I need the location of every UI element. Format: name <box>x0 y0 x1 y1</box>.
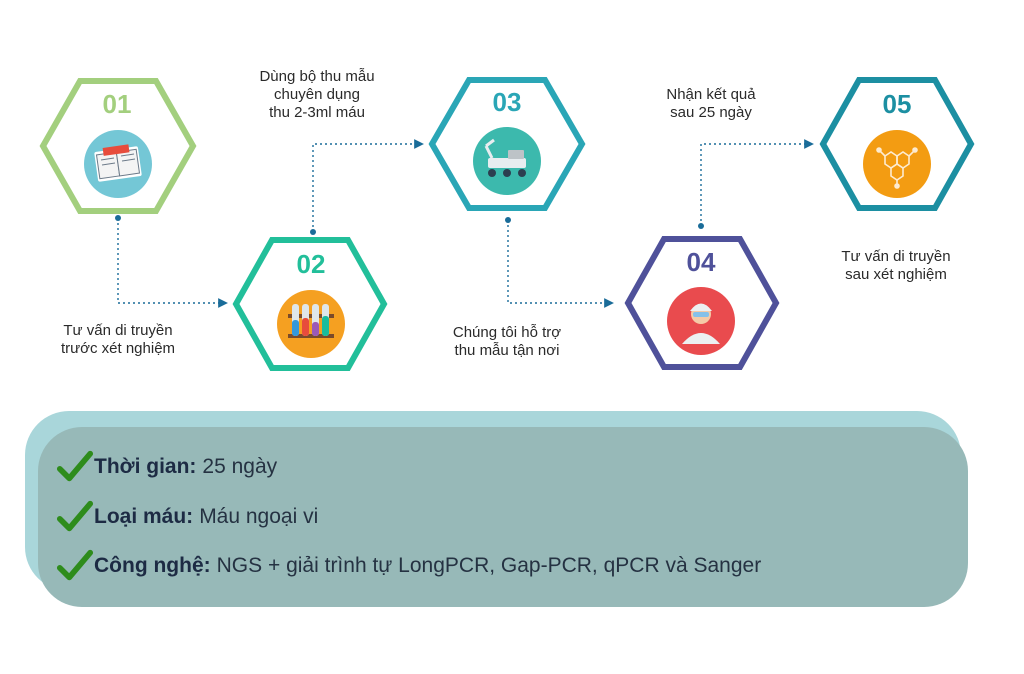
check-icon <box>56 549 94 581</box>
step-number: 01 <box>103 89 132 119</box>
caption-line: sau 25 ngày <box>670 104 752 121</box>
caption-line: Nhận kết quả <box>666 86 756 103</box>
caption-line: Dùng bộ thu mẫu <box>259 68 375 85</box>
icon-circle <box>277 290 345 358</box>
notebook-icon <box>94 144 142 182</box>
caption-line: Tư vấn di truyền <box>841 248 951 265</box>
info-row-blood: Loại máu: Máu ngoại vi <box>56 497 318 537</box>
caption-line: thu 2-3ml máu <box>269 104 365 121</box>
step-03-caption: Chúng tôi hỗ trợ thu mẫu tận nơi <box>432 324 582 360</box>
info-panel <box>38 427 968 607</box>
check-icon <box>56 450 94 482</box>
step-03: 03 <box>428 77 586 211</box>
info-value: 25 ngày <box>202 455 278 478</box>
caption-line: sau xét nghiệm <box>845 266 947 283</box>
step-04: 04 <box>624 236 780 370</box>
connector-dot <box>115 215 121 221</box>
info-row-time: Thời gian: 25 ngày <box>56 447 277 487</box>
info-label: Loại máu: <box>94 505 194 528</box>
connector-02-03 <box>312 139 424 232</box>
info-value: Máu ngoại vi <box>199 505 319 528</box>
step-02-caption: Dùng bộ thu mẫu chuyên dụng thu 2-3ml má… <box>247 68 387 122</box>
caption-line: Tư vấn di truyền <box>63 322 173 339</box>
step-01: 01 <box>39 78 197 214</box>
caption-line: trước xét nghiệm <box>60 340 176 357</box>
connector-03-04 <box>507 220 614 308</box>
caption-line: thu mẫu tận nơi <box>454 342 560 359</box>
caption-line: chuyên dụng <box>274 86 360 103</box>
info-label: Thời gian: <box>94 455 197 478</box>
step-01-caption: Tư vấn di truyền trước xét nghiệm <box>48 322 188 358</box>
connector-dot <box>698 223 704 229</box>
step-number: 02 <box>297 249 326 279</box>
molecule-icon <box>876 147 918 189</box>
connector-01-02 <box>117 218 228 308</box>
check-icon <box>56 500 94 532</box>
connector-dot <box>310 229 316 235</box>
step-04-caption: Nhận kết quả sau 25 ngày <box>641 86 781 122</box>
test-tubes-icon <box>288 304 334 338</box>
info-value: NGS + giải trình tự LongPCR, Gap-PCR, qP… <box>216 554 762 577</box>
rover-icon <box>484 138 526 177</box>
scientist-icon <box>682 303 720 344</box>
connector-dots <box>115 215 704 235</box>
step-number: 05 <box>883 89 912 119</box>
step-number: 03 <box>493 87 522 117</box>
connector-04-05 <box>700 139 814 226</box>
step-05-caption: Tư vấn di truyền sau xét nghiệm <box>826 248 966 284</box>
info-label: Công nghệ: <box>94 554 211 577</box>
caption-line: Chúng tôi hỗ trợ <box>452 324 562 341</box>
connector-dot <box>505 217 511 223</box>
step-05: 05 <box>819 77 975 211</box>
connectors <box>117 139 814 308</box>
step-02: 02 <box>232 237 388 371</box>
step-number: 04 <box>687 247 716 277</box>
info-row-tech: Công nghệ: NGS + giải trình tự LongPCR, … <box>56 546 761 586</box>
